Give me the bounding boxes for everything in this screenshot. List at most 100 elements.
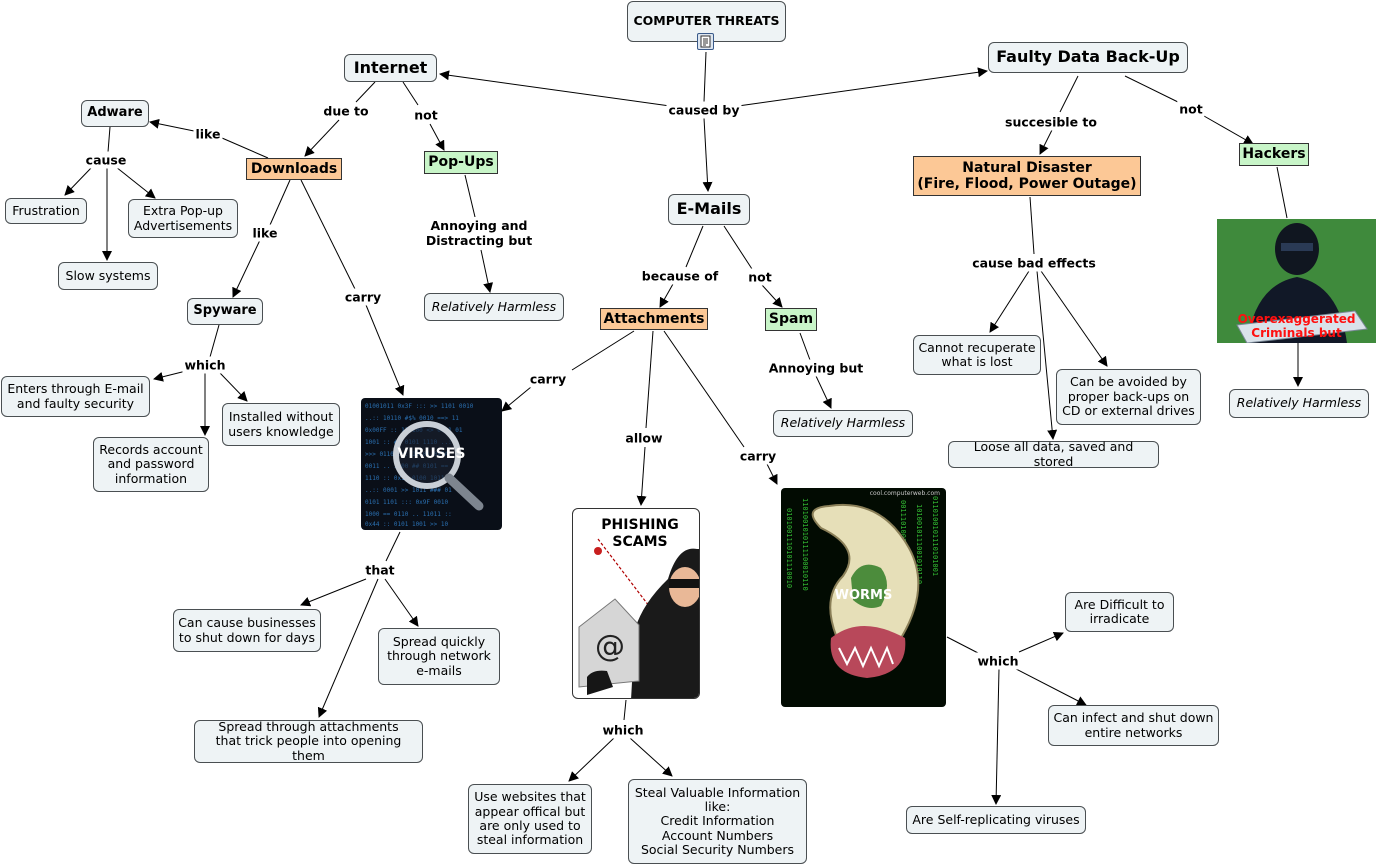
node-downloads[interactable]: Downloads bbox=[246, 158, 342, 180]
edge-line bbox=[1040, 270, 1108, 367]
svg-text:1010010111001010110: 1010010111001010110 bbox=[915, 504, 923, 584]
node-emails[interactable]: E-Mails bbox=[668, 194, 750, 225]
node-steal-valuable-info[interactable]: Steal Valuable Information like: Credit … bbox=[628, 779, 807, 864]
viruses-image-node[interactable]: 01001011 0x3F ::: >> 1101 0010 ..:: 1011… bbox=[361, 398, 502, 530]
edge-line bbox=[384, 578, 419, 627]
edge-line bbox=[107, 126, 111, 153]
node-slow-systems[interactable]: Slow systems bbox=[58, 262, 158, 290]
node-records-account[interactable]: Records account and password information bbox=[93, 437, 209, 492]
node-popups[interactable]: Pop-Ups bbox=[424, 151, 498, 174]
node-frustration[interactable]: Frustration bbox=[5, 198, 87, 224]
worms-label: WORMS bbox=[834, 588, 893, 603]
link-annoying-distracting: Annoying and Distracting but bbox=[423, 217, 535, 249]
phishing-at-symbol: @ bbox=[595, 629, 625, 664]
viruses-magnifier-graphic: 01001011 0x3F ::: >> 1101 0010 ..:: 1011… bbox=[365, 403, 484, 528]
edge-line bbox=[221, 137, 269, 159]
node-self-replicating[interactable]: Are Self-replicating viruses bbox=[906, 806, 1086, 834]
edge-line bbox=[209, 324, 220, 358]
link-because-of: because of bbox=[639, 267, 721, 285]
edge-line bbox=[815, 375, 832, 409]
node-businesses-shut-down[interactable]: Can cause businesses to shut down for da… bbox=[173, 609, 321, 652]
node-spyware[interactable]: Spyware bbox=[187, 298, 263, 325]
node-avoided-by-backups[interactable]: Can be avoided by proper back-ups on CD … bbox=[1056, 369, 1201, 425]
edge-line bbox=[1018, 631, 1064, 653]
edge-line bbox=[663, 330, 745, 448]
link-allow: allow bbox=[623, 429, 665, 447]
node-faulty-data-backup[interactable]: Faulty Data Back-Up bbox=[988, 42, 1188, 73]
worms-creature-graphic: 0101001110101110010 11010010101111000101… bbox=[785, 496, 939, 678]
node-popups-relatively-harmless[interactable]: Relatively Harmless bbox=[424, 293, 564, 321]
node-spam[interactable]: Spam bbox=[765, 308, 817, 331]
node-infect-networks[interactable]: Can infect and shut down entire networks bbox=[1048, 705, 1219, 746]
node-enters-through-email[interactable]: Enters through E-mail and faulty securit… bbox=[1, 376, 150, 417]
edge-line bbox=[636, 446, 647, 506]
edge-line bbox=[568, 737, 615, 782]
edge-line bbox=[991, 668, 1002, 805]
edge-line bbox=[1124, 75, 1181, 104]
edge-line bbox=[480, 249, 494, 293]
link-carry-downloads: carry bbox=[342, 288, 384, 306]
node-attachments[interactable]: Attachments bbox=[600, 308, 708, 330]
svg-text:1000 == 0110 .. 11011 ::: 1000 == 0110 .. 11011 :: bbox=[365, 511, 452, 518]
link-which-phishing: which bbox=[600, 721, 646, 739]
edge-line bbox=[269, 179, 291, 226]
node-hackers-relatively-harmless[interactable]: Relatively Harmless bbox=[1229, 389, 1369, 418]
svg-text:1101001010111100010110: 1101001010111100010110 bbox=[801, 498, 809, 591]
edge-line bbox=[685, 225, 704, 268]
node-installed-without-knowledge[interactable]: Installed without users knowledge bbox=[222, 403, 340, 446]
edge-line bbox=[355, 81, 376, 103]
link-that: that bbox=[363, 561, 397, 579]
edge-line bbox=[571, 330, 635, 371]
node-cannot-recuperate[interactable]: Cannot recuperate what is lost bbox=[913, 335, 1041, 375]
edge-line bbox=[317, 578, 379, 718]
node-natural-disaster[interactable]: Natural Disaster (Fire, Flood, Power Out… bbox=[913, 156, 1141, 196]
edge-line bbox=[623, 699, 627, 721]
edge-line bbox=[1029, 196, 1035, 255]
node-extra-popup-ads[interactable]: Extra Pop-up Advertisements bbox=[128, 199, 238, 238]
edge-line bbox=[365, 304, 405, 396]
node-spread-through-attachments[interactable]: Spread through attachments that trick pe… bbox=[194, 719, 423, 763]
document-icon-glyph bbox=[700, 35, 711, 48]
svg-text:0x44 :: 0101 1001 >> 10: 0x44 :: 0101 1001 >> 10 bbox=[365, 521, 448, 528]
link-not-hackers: not bbox=[1177, 100, 1205, 118]
edge-line bbox=[115, 166, 156, 199]
edge-line bbox=[629, 737, 673, 777]
edge-line bbox=[402, 81, 419, 106]
hackers-caption: Overexaggerated Criminals but bbox=[1237, 312, 1356, 340]
link-cause-bad-effects: cause bad effects bbox=[970, 254, 1098, 272]
edge-line bbox=[219, 372, 248, 402]
edge-line bbox=[385, 531, 401, 562]
edge-line bbox=[1015, 668, 1087, 706]
phishing-label: PHISHING SCAMS bbox=[601, 517, 679, 550]
node-use-websites[interactable]: Use websites that appear offical but are… bbox=[468, 784, 592, 854]
edge-line bbox=[723, 225, 753, 270]
edge-line bbox=[501, 386, 532, 412]
node-spread-quickly[interactable]: Spread quickly through network e-mails bbox=[378, 628, 500, 685]
node-loose-all-data[interactable]: Loose all data, saved and stored bbox=[948, 439, 1159, 468]
edge-line bbox=[766, 463, 778, 485]
svg-text:..:: 10110 #$% 0010 ==> 11: ..:: 10110 #$% 0010 ==> 11 bbox=[365, 415, 459, 422]
link-like-spyware: like bbox=[250, 224, 280, 242]
link-annoying-but: Annoying but bbox=[766, 359, 866, 377]
node-adware[interactable]: Adware bbox=[81, 100, 149, 127]
svg-text:0101 1101 ::: 0x9F 0010: 0101 1101 ::: 0x9F 0010 bbox=[365, 499, 448, 506]
node-spam-relatively-harmless[interactable]: Relatively Harmless bbox=[773, 410, 913, 437]
phishing-image-node[interactable]: PHISHING SCAMS @ bbox=[572, 508, 700, 699]
edge-line bbox=[1059, 75, 1079, 113]
edge-line bbox=[149, 118, 195, 132]
edge-line bbox=[703, 51, 707, 103]
edge-line bbox=[300, 578, 367, 607]
hackers-image-node[interactable]: Overexaggerated Criminals but bbox=[1217, 219, 1376, 343]
edge-line bbox=[232, 239, 261, 298]
node-internet[interactable]: Internet bbox=[344, 54, 437, 82]
link-succesible-to: succesible to bbox=[1003, 113, 1099, 131]
link-not-popups: not bbox=[412, 106, 440, 124]
document-resource-icon[interactable] bbox=[697, 33, 714, 50]
node-difficult-to-irradicate[interactable]: Are Difficult to irradicate bbox=[1065, 592, 1174, 632]
node-hackers[interactable]: Hackers bbox=[1239, 143, 1309, 166]
link-carry-attachments: carry bbox=[527, 370, 569, 388]
worms-image-node[interactable]: 0101001110101110010 11010010101111000101… bbox=[781, 488, 946, 707]
link-which-worms: which bbox=[975, 652, 1021, 670]
svg-text:01001011 0x3F ::: >> 1101 0010: 01001011 0x3F ::: >> 1101 0010 bbox=[365, 403, 474, 410]
